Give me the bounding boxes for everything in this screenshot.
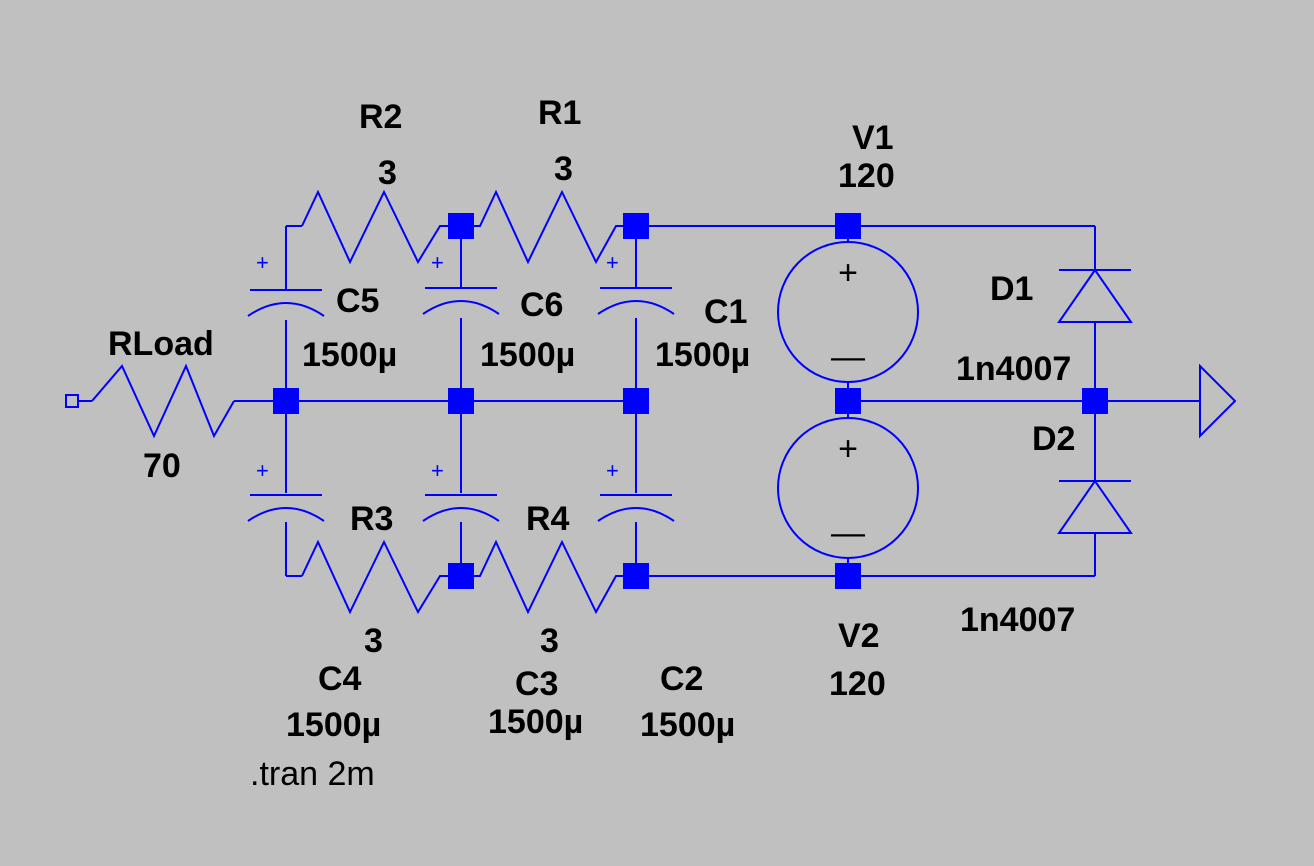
c1-value-label: 1500µ (655, 336, 750, 374)
c4-plus-icon: + (256, 458, 269, 483)
v2-plus-icon: + (838, 430, 858, 468)
r3-zigzag (301, 539, 461, 615)
component-labels: RLoad 70 R2 3 R1 3 R3 3 R4 3 C5 1500µ C6… (108, 94, 1075, 793)
junction-node[interactable] (1082, 388, 1108, 414)
junction-nodes (273, 213, 1108, 589)
c1-plus-icon: + (606, 250, 619, 275)
junction-node[interactable] (623, 213, 649, 239)
c2-value-label: 1500µ (640, 706, 735, 744)
r4-zigzag (461, 539, 636, 615)
d1-name-label: D1 (990, 270, 1033, 308)
c4-value-label: 1500µ (286, 706, 381, 744)
r2-name-label: R2 (359, 98, 402, 136)
c5-name-label: C5 (336, 282, 379, 320)
c6-plus-icon: + (431, 250, 444, 275)
d2-name-label: D2 (1032, 420, 1075, 458)
r1-zigzag (461, 189, 636, 265)
v1-minus-icon: — (831, 338, 865, 376)
c2-plus-icon: + (606, 458, 619, 483)
v2-minus-icon: — (831, 514, 865, 552)
rload-name-label: RLoad (108, 325, 214, 363)
c2-curved-plate-icon (597, 507, 675, 522)
rload-terminal-icon[interactable] (65, 394, 79, 408)
rload-zigzag (91, 363, 235, 439)
r2-value-label: 3 (378, 154, 397, 192)
r2-zigzag (301, 189, 461, 265)
r4-value-label: 3 (540, 622, 559, 660)
junction-node[interactable] (623, 563, 649, 589)
c6-capacitor[interactable]: + (422, 250, 500, 315)
v1-name-label: V1 (852, 119, 894, 157)
c1-capacitor[interactable]: + (597, 250, 675, 315)
c3-capacitor[interactable]: + (422, 458, 500, 522)
d2-diode[interactable] (1057, 479, 1133, 534)
junction-node[interactable] (448, 388, 474, 414)
junction-node[interactable] (623, 388, 649, 414)
d1-model-label: 1n4007 (956, 350, 1071, 388)
c4-curved-plate-icon (247, 507, 325, 522)
v1-value-label: 120 (838, 157, 895, 195)
rload-value-label: 70 (143, 447, 181, 485)
junction-node[interactable] (835, 563, 861, 589)
r1-resistor[interactable] (461, 189, 636, 265)
junction-node[interactable] (448, 213, 474, 239)
c5-curved-plate-icon (247, 302, 325, 317)
r3-name-label: R3 (350, 500, 393, 538)
r1-value-label: 3 (554, 150, 573, 188)
c1-curved-plate-icon (597, 300, 675, 315)
v2-name-label: V2 (838, 617, 880, 655)
d2-triangle-icon (1057, 479, 1133, 534)
rload-resistor[interactable] (65, 363, 235, 439)
r3-value-label: 3 (364, 622, 383, 660)
c6-curved-plate-icon (422, 300, 500, 315)
r3-resistor[interactable] (301, 539, 461, 615)
junction-node[interactable] (835, 388, 861, 414)
v1-plus-icon: + (838, 254, 858, 292)
v2-value-label: 120 (829, 665, 886, 703)
d2-model-label: 1n4007 (960, 601, 1075, 639)
r4-name-label: R4 (526, 500, 570, 538)
c3-plus-icon: + (431, 458, 444, 483)
c6-name-label: C6 (520, 286, 563, 324)
junction-node[interactable] (448, 563, 474, 589)
c5-capacitor[interactable]: + (247, 250, 325, 317)
r1-name-label: R1 (538, 94, 581, 132)
r4-resistor[interactable] (461, 539, 636, 615)
v2-voltage-source[interactable]: + — (777, 417, 919, 559)
c2-name-label: C2 (660, 660, 703, 698)
c6-value-label: 1500µ (480, 336, 575, 374)
c3-name-label: C3 (515, 665, 558, 703)
v1-circle-icon (777, 241, 919, 383)
c2-capacitor[interactable]: + (597, 458, 675, 522)
junction-node[interactable] (835, 213, 861, 239)
v2-circle-icon (777, 417, 919, 559)
c5-value-label: 1500µ (302, 336, 397, 374)
d1-diode[interactable] (1057, 268, 1133, 323)
r2-resistor[interactable] (301, 189, 461, 265)
spice-directive[interactable]: .tran 2m (250, 755, 375, 793)
d1-triangle-icon (1057, 268, 1133, 323)
c1-name-label: C1 (704, 293, 747, 331)
v1-voltage-source[interactable]: + — (777, 241, 919, 383)
ground-arrow-icon[interactable] (1199, 363, 1237, 439)
c3-value-label: 1500µ (488, 703, 583, 741)
c4-name-label: C4 (318, 660, 362, 698)
c3-curved-plate-icon (422, 507, 500, 522)
c5-plus-icon: + (256, 250, 269, 275)
c4-capacitor[interactable]: + (247, 458, 325, 522)
junction-node[interactable] (273, 388, 299, 414)
